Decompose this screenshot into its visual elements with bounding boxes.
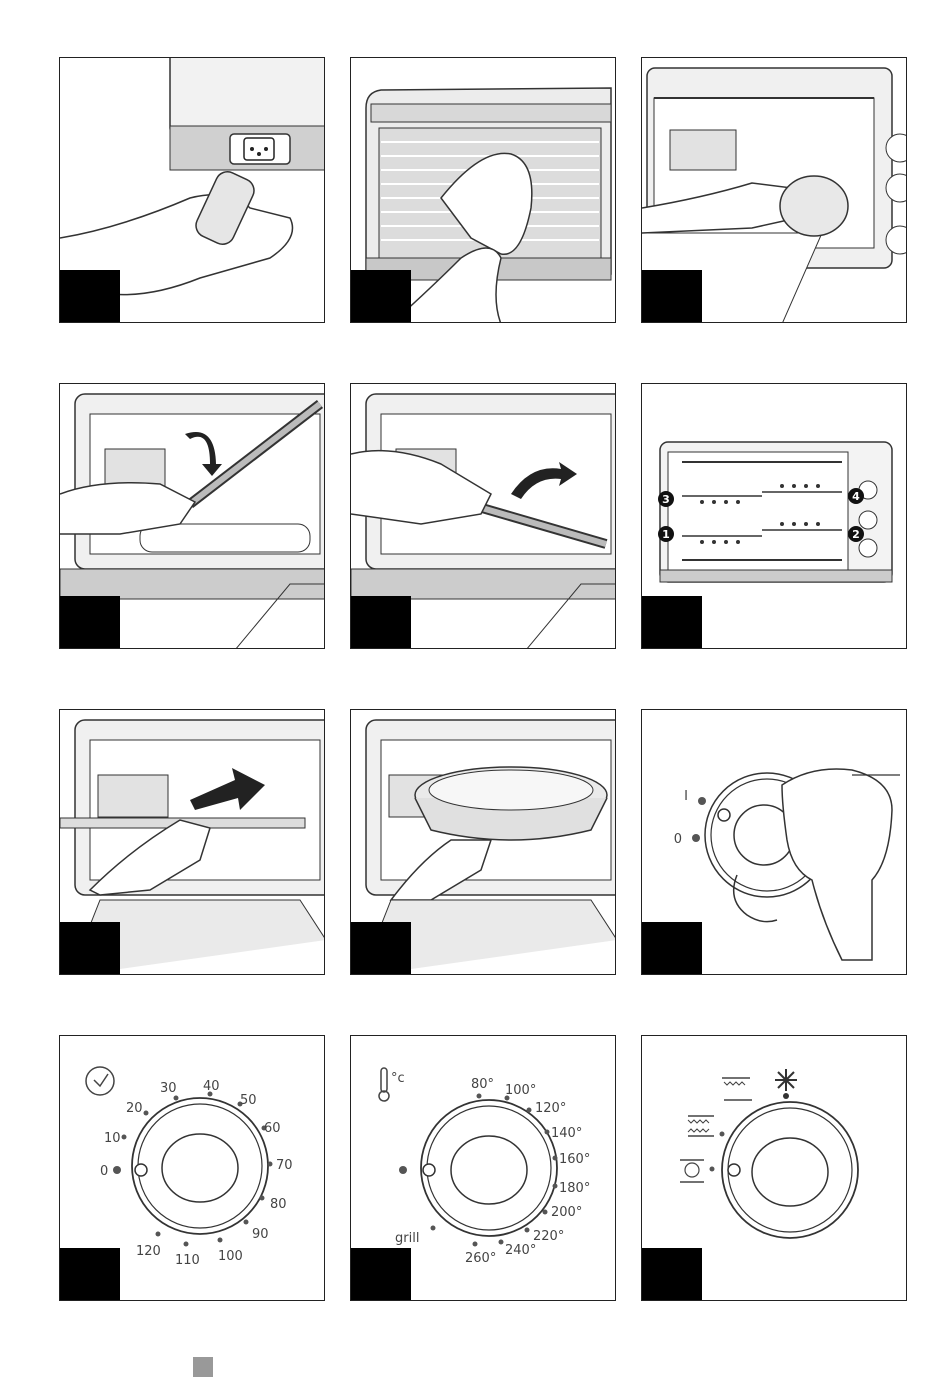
panel-remove-rack-rail	[350, 383, 616, 649]
panel-function-dial	[641, 1035, 907, 1301]
timer-mark: 60	[264, 1121, 281, 1136]
off-position-label: 0	[674, 832, 682, 847]
timer-mark: 120	[136, 1244, 161, 1259]
step-badge	[642, 596, 702, 648]
panel-timer-dial: 0 10 20 30 40 50 60 70 80 90 100 110 120	[59, 1035, 325, 1301]
svg-text:3: 3	[662, 493, 670, 506]
top-heat-icon	[722, 1078, 752, 1100]
on-position-label: I	[684, 789, 688, 804]
step-badge	[642, 270, 702, 322]
convection-icon	[680, 1160, 715, 1182]
defrost-icon	[775, 1069, 797, 1099]
temperature-mark: 100°	[505, 1083, 536, 1098]
step-badge	[351, 270, 411, 322]
temperature-mark: 120°	[535, 1101, 566, 1116]
step-badge	[351, 1248, 411, 1300]
timer-mark: 20	[126, 1101, 143, 1116]
panel-temperature-dial: °c 80° 100° 120° 140° 160° 180° 200° 220…	[350, 1035, 616, 1301]
timer-mark: 30	[160, 1081, 177, 1096]
panel-insert-rack-rail	[59, 383, 325, 649]
timer-mark: 0	[100, 1164, 108, 1179]
panel-plug-socket	[59, 57, 325, 323]
panel-slide-tray	[59, 709, 325, 975]
panel-wipe-door	[350, 57, 616, 323]
step-badge	[351, 596, 411, 648]
timer-mark: 90	[252, 1227, 269, 1242]
svg-text:1: 1	[662, 528, 670, 541]
timer-mark: 80	[270, 1197, 287, 1212]
step-badge	[642, 922, 702, 974]
timer-mark: 40	[203, 1079, 220, 1094]
panel-insert-pie-dish	[350, 709, 616, 975]
temperature-mark: 220°	[533, 1229, 564, 1244]
step-badge	[60, 922, 120, 974]
timer-mark: 50	[240, 1093, 257, 1108]
temperature-mark: 200°	[551, 1205, 582, 1220]
panel-clean-interior	[641, 57, 907, 323]
temperature-unit: °c	[391, 1071, 405, 1086]
rack-position-1: 1	[658, 526, 674, 542]
panel-onoff-dial: I 0	[641, 709, 907, 975]
temperature-mark: 80°	[471, 1077, 494, 1092]
top-bottom-heat-icon	[688, 1116, 725, 1137]
page-marker	[193, 1357, 213, 1377]
step-badge	[642, 1248, 702, 1300]
step-badge	[351, 922, 411, 974]
temperature-mark: 140°	[551, 1126, 582, 1141]
clock-icon	[86, 1067, 114, 1095]
temperature-mark: 160°	[559, 1152, 590, 1167]
svg-text:4: 4	[852, 490, 860, 503]
timer-mark: 70	[276, 1158, 293, 1173]
step-badge	[60, 270, 120, 322]
timer-mark: 10	[104, 1131, 121, 1146]
grill-mark: grill	[395, 1231, 419, 1246]
panel-rack-positions: 3 1 4 2	[641, 383, 907, 649]
rack-position-4: 4	[848, 488, 864, 504]
temperature-mark: 260°	[465, 1251, 496, 1266]
rack-position-2: 2	[848, 526, 864, 542]
rack-position-3: 3	[658, 491, 674, 507]
temperature-mark: 180°	[559, 1181, 590, 1196]
timer-mark: 110	[175, 1253, 200, 1268]
temperature-mark: 240°	[505, 1243, 536, 1258]
timer-mark: 100	[218, 1249, 243, 1264]
thermometer-icon	[379, 1068, 389, 1101]
step-badge	[60, 1248, 120, 1300]
step-badge	[60, 596, 120, 648]
svg-text:2: 2	[852, 528, 860, 541]
